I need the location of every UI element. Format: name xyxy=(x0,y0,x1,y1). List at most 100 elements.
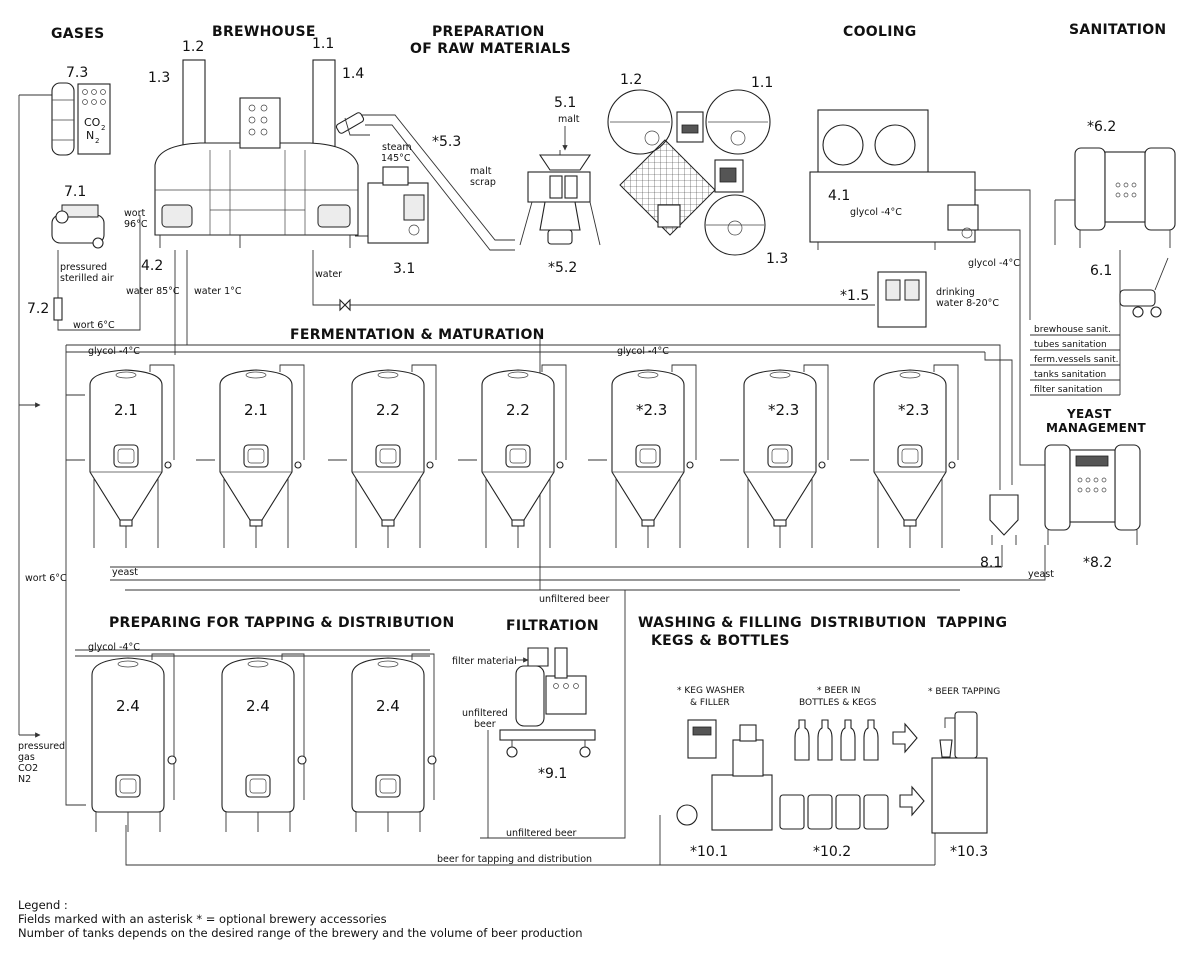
num-10-3: *10.3 xyxy=(950,844,988,860)
num-bh-1-4: 1.4 xyxy=(342,66,364,82)
fermentation-tank-label: *2.3 xyxy=(768,401,799,419)
legend-line-1: Fields marked with an asterisk * = optio… xyxy=(18,912,387,926)
tank-manhole xyxy=(243,444,269,468)
bottle-icon xyxy=(840,719,856,761)
water-85-label: water 85°C xyxy=(126,286,180,297)
tank-manhole xyxy=(113,444,139,468)
fermentation-tank-label: 2.1 xyxy=(244,401,268,419)
sanitation-pump-cart xyxy=(1119,289,1156,307)
title-fermentation: FERMENTATION & MATURATION xyxy=(290,327,545,343)
num-1-5: *1.5 xyxy=(840,288,869,304)
water-1-label: water 1°C xyxy=(194,286,242,297)
sanitation-item: tubes sanitation xyxy=(1034,340,1107,350)
glycol-right-label: glycol -4°C xyxy=(968,258,1020,269)
brewhouse-area: 1.2 1.1 1.3 1.4 wort 96°C 4.2 water 85°C… xyxy=(124,36,364,312)
yeast-tank-right xyxy=(1114,444,1141,531)
keg-washer-label-2: & FILLER xyxy=(690,698,730,708)
steam-generator-top xyxy=(382,166,409,186)
brewhouse-plan-view: 1.2 1.1 1.3 xyxy=(607,72,788,267)
steam-label: steam xyxy=(382,142,412,153)
keg-icon xyxy=(835,794,861,830)
pressured-gas-label-2: gas xyxy=(18,752,35,763)
pressured-gas-n2: N2 xyxy=(18,774,31,785)
filter-vessel xyxy=(515,665,545,727)
tank-manhole xyxy=(505,444,531,468)
gases-area: CO 2 N 2 7.3 7.1 pressured sterilled air… xyxy=(27,65,115,331)
glycol-ferm-mid-label: glycol -4°C xyxy=(617,346,669,357)
keg-icon xyxy=(863,794,889,830)
water-treatment: *1.5 drinking water 8-20°C xyxy=(840,271,999,328)
bottle-icon xyxy=(817,719,833,761)
num-plan-1-2: 1.2 xyxy=(620,72,642,88)
num-plan-1-3: 1.3 xyxy=(766,251,788,267)
tank-manhole xyxy=(767,444,793,468)
keg-icon xyxy=(779,794,805,830)
fermentation-tank-label: 2.1 xyxy=(114,401,138,419)
malt-conveyor-head xyxy=(335,112,365,134)
glycol-bottom-label: glycol -4°C xyxy=(88,642,140,653)
fermentation-tank: 2.1 xyxy=(219,364,305,548)
drinking-label: drinking xyxy=(936,287,975,298)
sanitation-item: tanks sanitation xyxy=(1034,370,1106,380)
tapping-counter xyxy=(931,757,988,834)
tank-manhole xyxy=(375,774,401,798)
fermentation-tank-label: 2.2 xyxy=(506,401,530,419)
fermentation-tank: 2.1 xyxy=(89,364,175,548)
keg-washer-control xyxy=(687,719,717,759)
legend: Legend : Fields marked with an asterisk … xyxy=(18,898,583,940)
num-plan-1-1: 1.1 xyxy=(751,75,773,91)
yeast-right-label: yeast xyxy=(1028,569,1054,580)
malt-label: malt xyxy=(558,114,580,125)
pressured-gas-co2: CO2 xyxy=(18,763,38,774)
tapping-area: * BEER TAPPING *10.3 xyxy=(928,687,1000,860)
air-filter xyxy=(53,297,63,321)
bottles-kegs-area: * BEER IN BOTTLES & KEGS *10.2 xyxy=(779,686,925,860)
section-titles: GASES BREWHOUSE PREPARATION OF RAW MATER… xyxy=(51,22,1166,649)
fermentation-tank: 2.2 xyxy=(481,364,567,548)
num-8-2: *8.2 xyxy=(1083,555,1112,571)
malt-hopper xyxy=(538,154,592,171)
keg-filler-head xyxy=(732,739,764,777)
gas-cylinder-1 xyxy=(51,82,75,156)
malt-mill-area: *5.3 malt scrap 5.1 malt *5.2 xyxy=(335,95,601,276)
bottle-icon xyxy=(794,719,810,761)
title-raw-materials: OF RAW MATERIALS xyxy=(410,41,571,57)
bright-tank: 2.4 xyxy=(91,653,177,832)
bright-tank-label: 2.4 xyxy=(116,697,140,715)
legend-line-2: Number of tanks depends on the desired r… xyxy=(18,926,583,940)
cip-control xyxy=(1104,151,1146,223)
filter-material-label: filter material xyxy=(452,656,517,667)
title-cooling: COOLING xyxy=(843,24,917,40)
sterilled-air-label: sterilled air xyxy=(60,273,114,284)
tank-manhole xyxy=(897,444,923,468)
num-bh-1-3: 1.3 xyxy=(148,70,170,86)
pressured-gas-label: pressured xyxy=(18,741,65,752)
keg-washer-label: * KEG WASHER xyxy=(677,686,745,696)
beer-tap-tower xyxy=(954,711,978,759)
title-sanitation: SANITATION xyxy=(1069,22,1166,38)
filter-frame xyxy=(499,729,596,741)
num-5-3: *5.3 xyxy=(432,134,461,150)
brewhouse-pump-right xyxy=(317,204,351,228)
title-gases: GASES xyxy=(51,26,105,42)
compressor-fan-icon xyxy=(55,210,69,224)
drinking-temp-label: water 8-20°C xyxy=(936,298,999,309)
title-yeast-management: MANAGEMENT xyxy=(1046,421,1146,435)
tank-manhole xyxy=(245,774,271,798)
gas-cabinet xyxy=(77,83,111,155)
num-10-1: *10.1 xyxy=(690,844,728,860)
glycol-pump xyxy=(947,204,979,231)
fermentation-tank: *2.3 xyxy=(873,364,959,548)
sanitation-item: ferm.vessels sanit. xyxy=(1034,355,1119,365)
yeast-brink xyxy=(989,494,1019,536)
num-7-1: 7.1 xyxy=(64,184,86,200)
bright-tank-label: 2.4 xyxy=(376,697,400,715)
title-filtration: FILTRATION xyxy=(506,618,599,634)
title-kegs-bottles: KEGS & BOTTLES xyxy=(651,633,790,649)
glycol-ferm-left-label: glycol -4°C xyxy=(88,346,140,357)
wort-96-label: wort xyxy=(124,208,145,219)
unfiltered-top-label: unfiltered beer xyxy=(539,594,610,605)
